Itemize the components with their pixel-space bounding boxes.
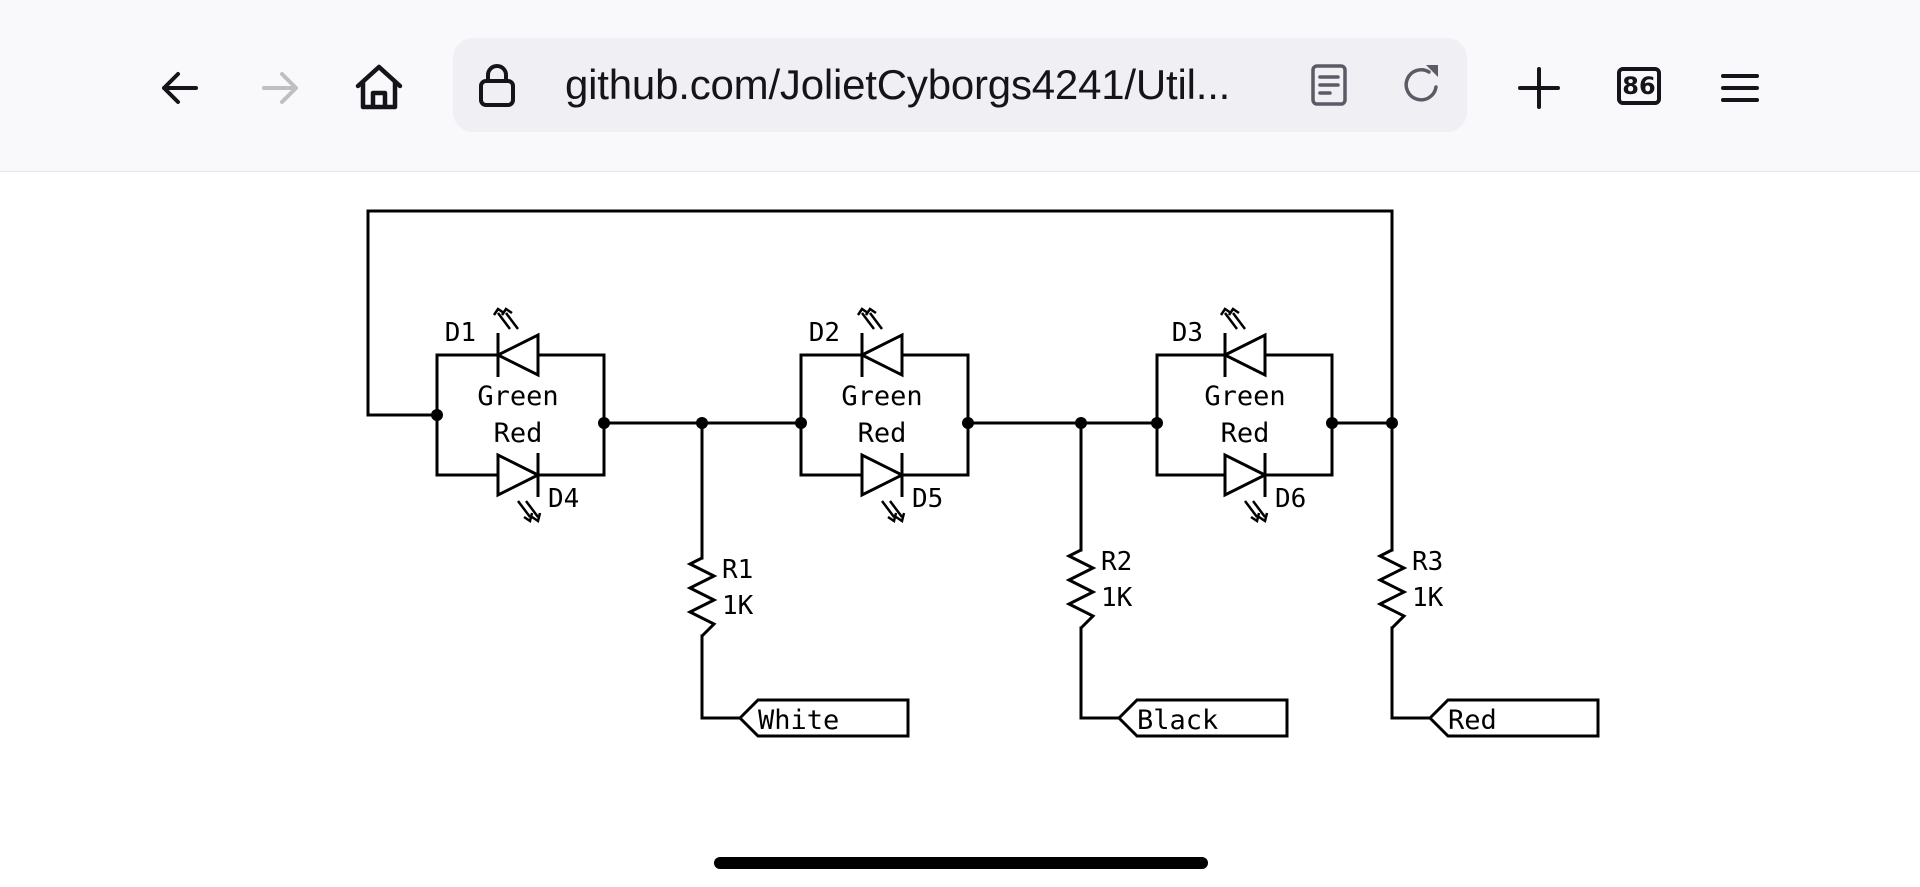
- lock-icon[interactable]: [473, 61, 521, 109]
- led-ref-label: D6: [1275, 484, 1306, 514]
- resistor-ref-label: R2: [1101, 547, 1132, 577]
- circuit-schematic: D1D4GreenRedD2D5GreenRedD3D6GreenRedR11K…: [366, 209, 1600, 738]
- forward-button[interactable]: [250, 58, 310, 118]
- junction-dot: [1075, 417, 1087, 429]
- led-d6: [1223, 452, 1269, 524]
- diode-triangle: [1221, 332, 1267, 378]
- led-d5: [860, 452, 906, 524]
- light-emission-icon: [856, 307, 883, 330]
- resistor-ref-label: R3: [1412, 547, 1443, 577]
- light-emission-icon: [881, 500, 906, 524]
- net-label: White: [758, 705, 839, 736]
- resistor-value-label: 1K: [722, 591, 754, 621]
- led-ref-label: D2: [809, 318, 840, 348]
- reload-icon[interactable]: [1396, 60, 1446, 110]
- led-d1: [492, 307, 540, 378]
- reader-view-icon[interactable]: [1304, 60, 1354, 110]
- resistor-value-label: 1K: [1412, 583, 1444, 613]
- new-tab-button[interactable]: [1509, 58, 1569, 118]
- net-label-flag: [1427, 698, 1600, 738]
- url-text[interactable]: github.com/JolietCyborgs4241/Util...: [565, 61, 1231, 108]
- home-button[interactable]: [349, 58, 409, 118]
- junction-dot: [795, 417, 807, 429]
- net-label: Black: [1137, 705, 1218, 736]
- arrow-right-icon: [262, 72, 298, 104]
- diode-triangle: [496, 452, 542, 498]
- junction-dot: [598, 417, 610, 429]
- diode-triangle: [858, 332, 904, 378]
- diode-triangle: [860, 452, 906, 498]
- junction-dot: [1386, 417, 1398, 429]
- junction-dot: [962, 417, 974, 429]
- light-emission-icon: [1244, 500, 1269, 524]
- arrow-left-icon: [162, 72, 198, 104]
- light-emission-icon: [1219, 307, 1246, 330]
- home-indicator[interactable]: [714, 857, 1208, 869]
- junction-dot: [696, 417, 708, 429]
- led-color-label: Green: [1204, 381, 1285, 412]
- home-icon: [355, 64, 403, 110]
- led-d4: [496, 452, 542, 524]
- junction-dot: [1326, 417, 1338, 429]
- led-color-label: Red: [858, 418, 907, 449]
- net-label: Red: [1448, 705, 1497, 736]
- resistor-r3: [1376, 548, 1408, 630]
- feedback-wire: [366, 209, 1394, 425]
- address-bar[interactable]: github.com/JolietCyborgs4241/Util...: [453, 38, 1467, 132]
- tab-count-button[interactable]: 86: [1617, 67, 1661, 105]
- resistor-value-label: 1K: [1101, 583, 1133, 613]
- led-ref-label: D5: [912, 484, 943, 514]
- resistor-ref-label: R1: [722, 555, 753, 585]
- tab-count: 86: [1622, 72, 1656, 100]
- light-emission-icon: [492, 307, 519, 330]
- junction-dot: [1151, 417, 1163, 429]
- led-color-label: Green: [841, 381, 922, 412]
- browser-toolbar: github.com/JolietCyborgs4241/Util... 86: [0, 0, 1920, 172]
- led-d2: [856, 307, 904, 378]
- hamburger-menu-icon: [1721, 74, 1759, 102]
- diode-triangle: [1223, 452, 1269, 498]
- menu-button[interactable]: [1710, 58, 1770, 118]
- back-button[interactable]: [150, 58, 210, 118]
- led-ref-label: D1: [445, 318, 476, 348]
- resistor-r1: [686, 556, 718, 638]
- junction-dot: [431, 409, 443, 421]
- diode-triangle: [494, 332, 540, 378]
- led-ref-label: D3: [1172, 318, 1203, 348]
- led-color-label: Red: [494, 418, 543, 449]
- light-emission-icon: [517, 500, 542, 524]
- net-label-flag: [1116, 698, 1289, 738]
- led-d3: [1219, 307, 1267, 378]
- led-ref-label: D4: [548, 484, 579, 514]
- resistor-r2: [1065, 548, 1097, 630]
- led-color-label: Green: [477, 381, 558, 412]
- led-color-label: Red: [1221, 418, 1270, 449]
- plus-icon: [1518, 67, 1560, 109]
- net-label-flag: [737, 698, 910, 738]
